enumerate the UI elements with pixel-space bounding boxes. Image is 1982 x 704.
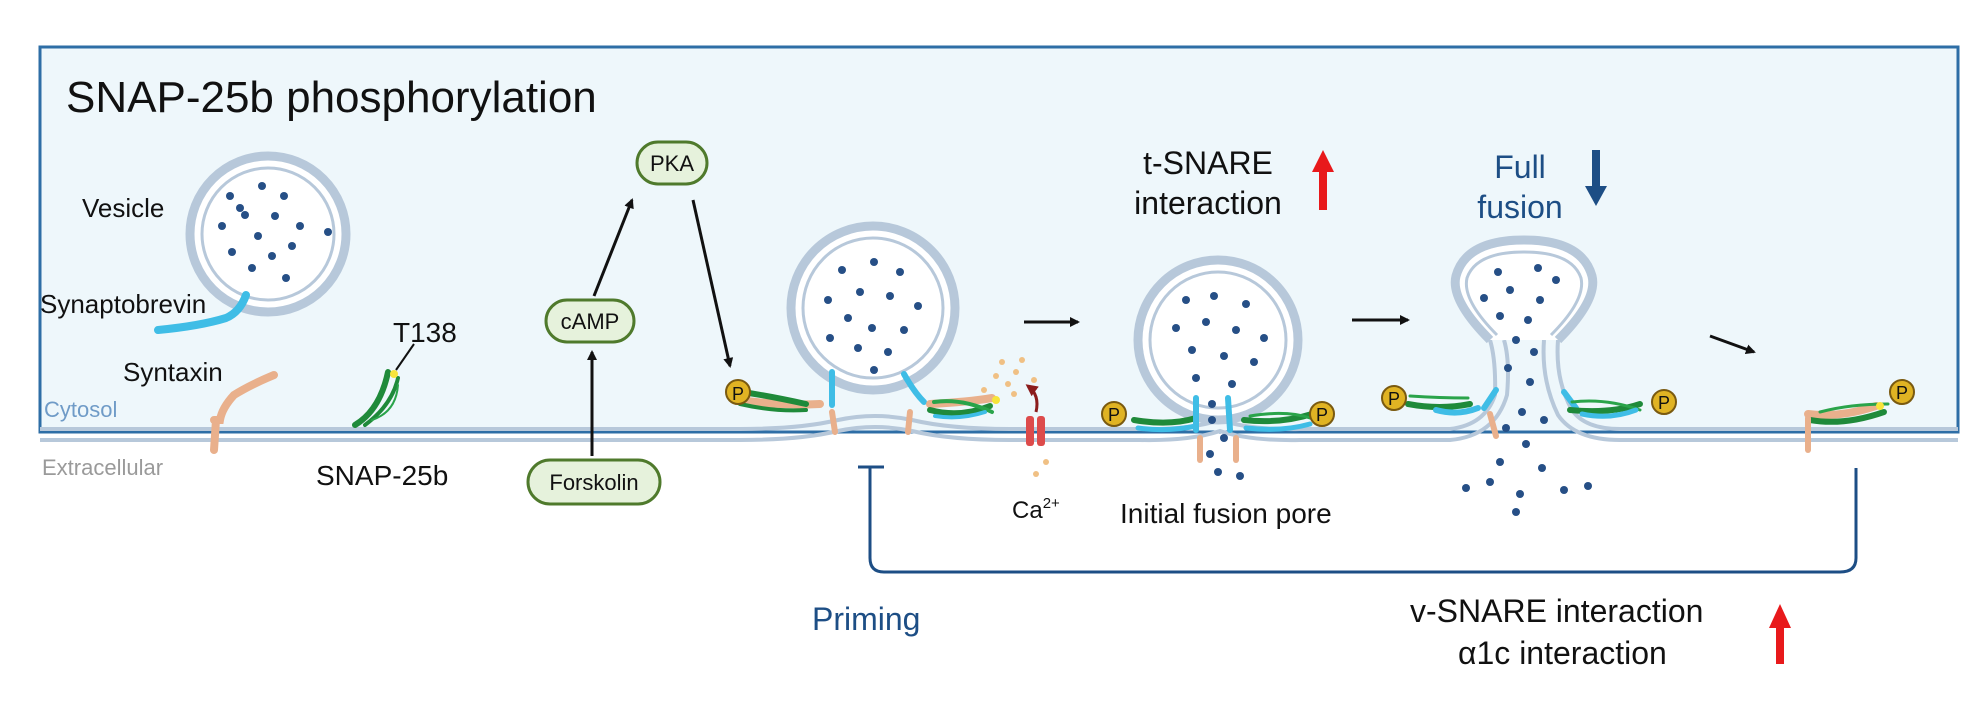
syntaxin-label: Syntaxin	[123, 357, 223, 387]
neurotransmitter-dots	[218, 182, 332, 282]
cytosol-panel	[38, 45, 1960, 434]
priming-bracket	[858, 465, 1858, 574]
svg-text:P: P	[1658, 393, 1670, 413]
post-fusion-snare-complex	[1804, 402, 1890, 453]
svg-text:P: P	[1316, 405, 1328, 425]
phospho-badge: P	[1309, 401, 1335, 427]
calcium-channel	[1025, 384, 1045, 446]
forskolin-label: Forskolin	[549, 470, 638, 495]
stage-arrow-3	[1709, 334, 1756, 354]
fusion-snare-complex	[1405, 387, 1643, 439]
svg-text:P: P	[1108, 405, 1120, 425]
phospho-badge: P	[725, 379, 751, 405]
fusion-pore-label: Initial fusion pore	[1120, 498, 1332, 529]
fully-fused-vesicle	[1450, 235, 1598, 516]
docked-vesicle	[786, 221, 960, 395]
tsnare-line2: interaction	[1134, 185, 1282, 221]
snap25b-shape	[352, 369, 400, 428]
phospho-badge: P	[1381, 385, 1407, 411]
synaptobrevin-shape	[154, 291, 250, 334]
diagram-title: SNAP-25b phosphorylation	[66, 73, 597, 122]
phospho-label: P	[732, 384, 744, 404]
pka-label: PKA	[650, 151, 694, 176]
snap25b-label: SNAP-25b	[316, 460, 448, 491]
phospho-badge: P	[1889, 379, 1915, 405]
pathway-arrows	[587, 198, 734, 456]
tsnare-line1: t-SNARE	[1143, 145, 1273, 181]
camp-label: cAMP	[561, 309, 620, 334]
vesicle-legend	[185, 151, 351, 317]
svg-text:P: P	[1896, 383, 1908, 403]
t138-pointer	[395, 343, 415, 371]
cytosol-label: Cytosol	[44, 397, 117, 422]
calcium-ions	[981, 357, 1049, 477]
full-fusion-line2: fusion	[1477, 189, 1562, 225]
forskolin-pill: Forskolin	[526, 458, 662, 506]
t138-label: T138	[393, 317, 457, 348]
vsnare-label: v-SNARE interaction	[1410, 593, 1703, 629]
svg-text:P: P	[1388, 389, 1400, 409]
priming-label: Priming	[812, 601, 920, 637]
camp-pill: cAMP	[544, 298, 636, 344]
synaptobrevin-label: Synaptobrevin	[40, 289, 206, 319]
phospho-badge: P	[1651, 389, 1677, 415]
full-fusion-line1: Full	[1494, 149, 1546, 185]
vesicle-label: Vesicle	[82, 193, 164, 223]
pore-snare-complex	[1131, 395, 1315, 463]
a1c-label: α1c interaction	[1458, 635, 1667, 671]
pka-pill: PKA	[635, 140, 709, 186]
tsnare-up-arrow-icon	[1312, 150, 1334, 210]
phospho-badge: P	[1101, 401, 1127, 427]
calcium-label: Ca2+	[1012, 495, 1060, 524]
full-fusion-down-arrow-icon	[1585, 150, 1607, 206]
fusing-vesicle	[1133, 255, 1303, 480]
extracellular-label: Extracellular	[42, 455, 163, 480]
vsnare-up-arrow-icon	[1769, 604, 1791, 664]
syntaxin-shape	[210, 371, 278, 454]
